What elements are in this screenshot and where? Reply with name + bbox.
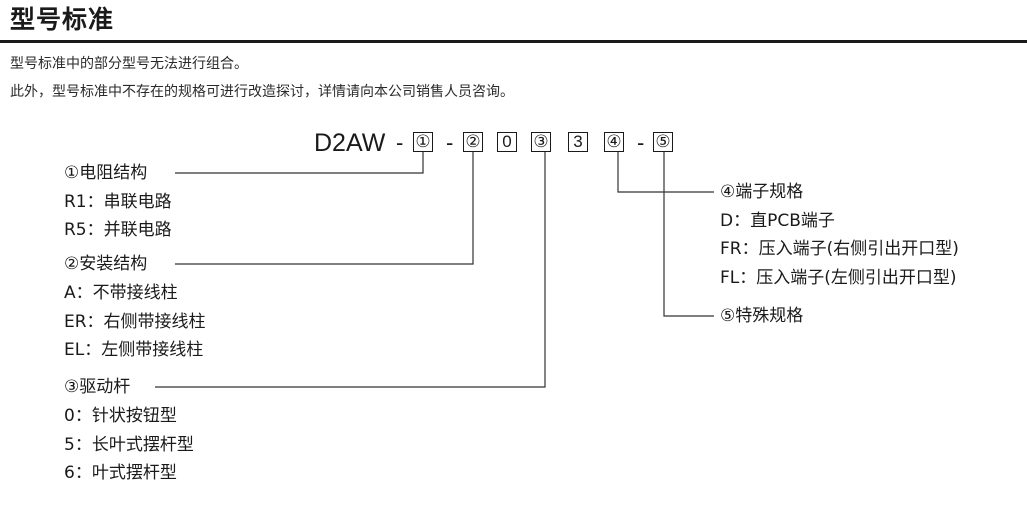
code-box-5: ⑤ <box>653 132 673 152</box>
connector-line-1 <box>175 152 424 174</box>
option-group-mounting: ②安装结构 <box>64 253 154 275</box>
title-rule <box>0 40 1027 43</box>
option-item: 6：叶式摆杆型 <box>64 463 177 483</box>
code-box-1: ① <box>413 132 433 152</box>
intro-line-2: 此外，型号标准中不存在的规格可进行改造探讨，详情请向本公司销售人员咨询。 <box>10 84 514 100</box>
model-code-dash: - <box>446 130 454 155</box>
option-heading-terminal: ④端子规格 <box>720 182 804 202</box>
model-code-dash: - <box>396 130 404 155</box>
model-code-prefix: D2AW <box>314 129 386 157</box>
option-item: FL：压入端子(左侧引出开口型) <box>720 268 957 288</box>
option-heading-actuator: ③驱动杆 <box>64 377 137 397</box>
option-item: ER：右侧带接线柱 <box>64 312 206 332</box>
option-item: 5：长叶式摆杆型 <box>64 435 194 455</box>
model-code-dash: - <box>637 130 645 155</box>
option-item: 0：针状按钮型 <box>64 406 177 426</box>
option-group-actuator: ③驱动杆 <box>64 376 137 398</box>
option-item: R1：串联电路 <box>64 192 172 212</box>
code-box-4: ④ <box>604 132 624 152</box>
connector-line-4 <box>617 152 714 193</box>
code-box-2: ② <box>463 132 483 152</box>
option-item: A：不带接线柱 <box>64 283 178 303</box>
option-group-resistor: ①电阻结构 <box>64 162 154 184</box>
connector-line-5 <box>663 152 714 317</box>
connector-line-3 <box>155 152 546 388</box>
option-heading-special: ⑤特殊规格 <box>720 306 804 326</box>
option-item: D：直PCB端子 <box>720 211 835 231</box>
code-box-3: ③ <box>531 132 551 152</box>
page-title: 型号标准 <box>10 5 115 34</box>
option-item: EL：左侧带接线柱 <box>64 340 204 360</box>
option-heading-resistor: ①电阻结构 <box>64 163 154 183</box>
option-item: R5：并联电路 <box>64 220 172 240</box>
code-box-fixed-3: 3 <box>568 132 588 152</box>
option-heading-mounting: ②安装结构 <box>64 254 154 274</box>
code-box-fixed-0: 0 <box>497 132 517 152</box>
option-item: FR：压入端子(右侧引出开口型) <box>720 239 959 259</box>
intro-line-1: 型号标准中的部分型号无法进行组合。 <box>10 56 248 72</box>
connector-line-2 <box>175 152 474 265</box>
